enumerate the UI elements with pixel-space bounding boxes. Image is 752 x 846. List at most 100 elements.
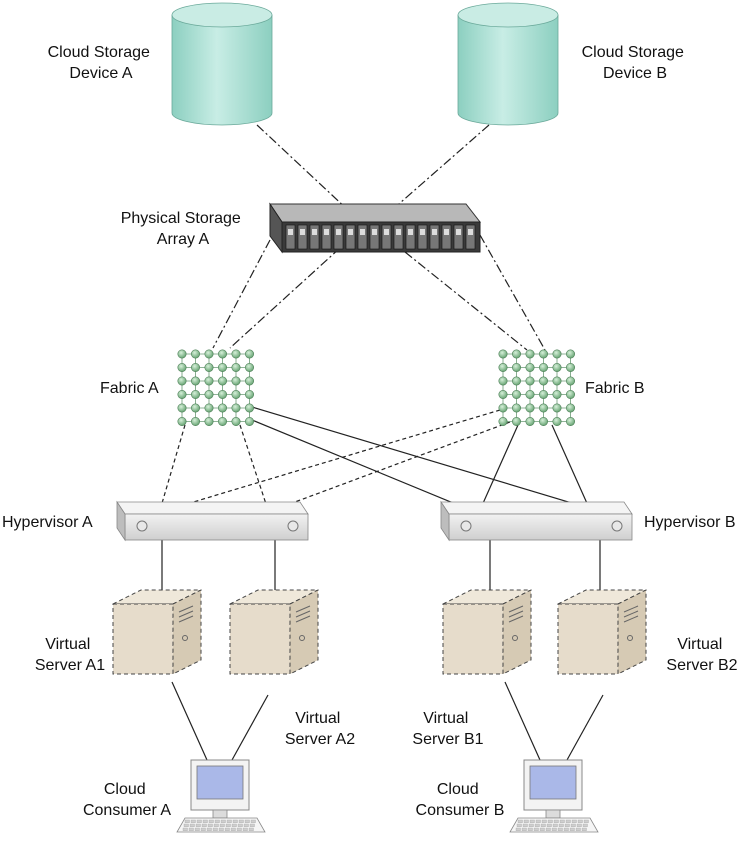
fabric-node: [177, 376, 187, 386]
fabric-node: [245, 349, 255, 359]
fabric-node: [511, 376, 521, 386]
fabric-node: [231, 416, 241, 426]
vs-b1-label: Virtual Server B1: [412, 710, 483, 748]
fabric-node: [525, 403, 535, 413]
hypervisor-b: [440, 500, 633, 542]
fabric-node: [204, 403, 214, 413]
fabric-node: [498, 416, 508, 426]
vent-slot: [295, 615, 311, 623]
fabric-node: [498, 376, 508, 386]
drive-slot-light: [444, 229, 449, 235]
fabric-node: [218, 362, 228, 372]
fabric-node: [565, 362, 575, 372]
fabric-node: [231, 349, 241, 359]
drive-slot: [465, 224, 476, 250]
fabric-a-label: Fabric A: [100, 380, 159, 397]
fabric-node: [231, 403, 241, 413]
drive-slot-light: [336, 229, 341, 235]
drive-slot: [453, 224, 464, 250]
drive-slot: [309, 224, 320, 250]
drive-slot-light: [384, 229, 389, 235]
fabric-node: [538, 403, 548, 413]
vent-slot: [623, 605, 639, 613]
hypervisor-b-label: Hypervisor B: [644, 514, 736, 531]
fabric-node: [538, 349, 548, 359]
monitor-stand: [545, 809, 561, 819]
drive-slot-light: [408, 229, 413, 235]
drive-slot-light: [432, 229, 437, 235]
drive-slot: [417, 224, 428, 250]
fabric-node: [204, 362, 214, 372]
drive-slot-light: [396, 229, 401, 235]
fabric-node: [498, 349, 508, 359]
fabric-node: [498, 403, 508, 413]
vent-slot: [508, 615, 524, 623]
fabric-a: [177, 349, 255, 426]
fabric-node: [177, 416, 187, 426]
fabric-node: [552, 403, 562, 413]
fabric-node: [565, 416, 575, 426]
fabric-node: [511, 416, 521, 426]
cloud-storage-device-a: [171, 2, 273, 126]
fabric-node: [525, 376, 535, 386]
fabric-node: [177, 349, 187, 359]
fabric-node: [177, 403, 187, 413]
vent-slot: [623, 610, 639, 618]
fabric-node: [525, 349, 535, 359]
cloud-consumer-a: [176, 759, 266, 833]
fabric-b-label: Fabric B: [585, 380, 645, 397]
fabric-node: [511, 403, 521, 413]
drive-slot-light: [468, 229, 473, 235]
fabric-b: [498, 349, 575, 426]
drive-slot: [405, 224, 416, 250]
drive-slot-light: [372, 229, 377, 235]
fabric-node: [552, 416, 562, 426]
drive-slot-light: [288, 229, 293, 235]
fabric-node: [565, 376, 575, 386]
drive-slot-light: [456, 229, 461, 235]
drive-slot: [345, 224, 356, 250]
fabric-node: [204, 416, 214, 426]
drive-slot: [321, 224, 332, 250]
fabric-node: [204, 376, 214, 386]
drive-slot: [393, 224, 404, 250]
fabric-node: [552, 376, 562, 386]
cloud-consumer-b: [509, 759, 599, 833]
fabric-node: [177, 362, 187, 372]
storage-b-label: Cloud Storage Device B: [582, 44, 689, 82]
fabric-node: [565, 403, 575, 413]
vent-slot: [178, 610, 194, 618]
fabric-node: [245, 416, 255, 426]
fabric-node: [552, 349, 562, 359]
fabric-node: [565, 389, 575, 399]
hypervisor-a-label: Hypervisor A: [2, 514, 93, 531]
vs-b2-label: Virtual Server B2: [666, 636, 737, 674]
fabric-node: [245, 403, 255, 413]
vent-slot: [295, 605, 311, 613]
fabric-node: [565, 349, 575, 359]
power-button: [182, 635, 188, 641]
power-button: [627, 635, 633, 641]
consumer-a-label: Cloud Consumer A: [83, 781, 171, 819]
fabric-node: [204, 389, 214, 399]
drive-slot: [381, 224, 392, 250]
monitor-stand: [212, 809, 228, 819]
fabric-node: [498, 362, 508, 372]
fabric-node: [511, 362, 521, 372]
drive-slot: [333, 224, 344, 250]
fabric-node: [218, 376, 228, 386]
vent-slot: [178, 615, 194, 623]
fabric-node: [525, 389, 535, 399]
fabric-node: [552, 362, 562, 372]
fabric-node: [191, 362, 201, 372]
vent-slot: [623, 615, 639, 623]
vs-a2-label: Virtual Server A2: [285, 710, 355, 748]
fabric-node: [231, 362, 241, 372]
fabric-node: [191, 416, 201, 426]
virtual-server-a2: [229, 589, 319, 675]
fabric-node: [538, 376, 548, 386]
monitor-screen: [529, 765, 577, 800]
fabric-node: [538, 416, 548, 426]
fabric-node: [191, 349, 201, 359]
